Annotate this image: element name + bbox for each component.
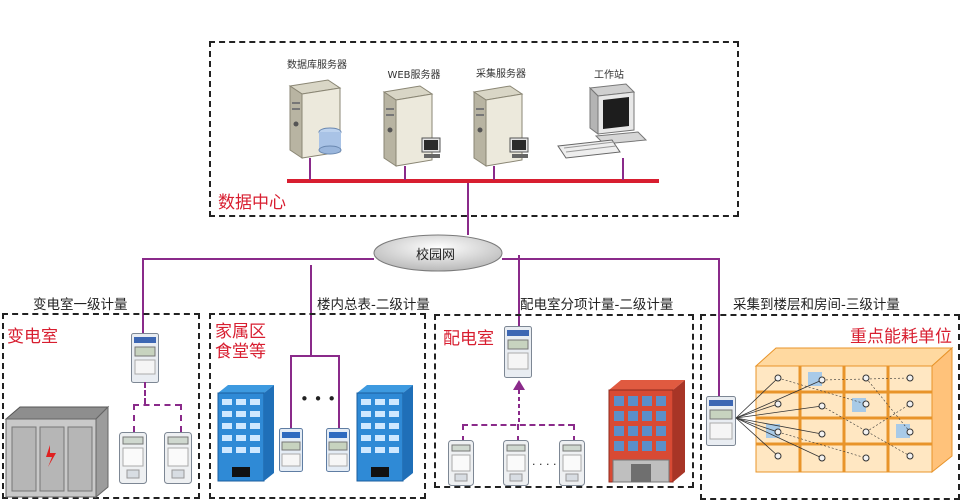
office-building-icon <box>608 380 685 483</box>
building-icon <box>356 385 413 482</box>
key-energy-unit-box <box>700 314 960 500</box>
branch-3-caption: 配电室分项计量-二级计量 <box>520 297 674 313</box>
branch-1-caption: 变电室一级计量 <box>33 297 128 313</box>
residential-bracket-right <box>338 355 340 430</box>
arrow-up-icon <box>513 380 525 424</box>
substation-meter-drop-1 <box>133 404 135 432</box>
substation-box <box>2 313 200 499</box>
meter-icon <box>448 440 474 486</box>
distribution-drop-2 <box>517 424 519 442</box>
building-icon <box>217 385 274 482</box>
distribution-room-box <box>434 314 694 488</box>
substation-meter-link <box>144 382 146 404</box>
collect-drop <box>493 166 495 180</box>
distribution-drop-1 <box>462 424 464 442</box>
uplink <box>467 183 469 235</box>
campus-network-cloud <box>373 234 503 272</box>
meter-icon <box>279 428 303 472</box>
db-server-label: 数据库服务器 <box>287 60 347 71</box>
meter-icon <box>119 432 147 484</box>
floor-room-grid-icon <box>735 346 954 474</box>
substation-meter-bar <box>133 404 181 406</box>
substation-cabinet-icon <box>4 405 110 499</box>
wire-branch-1-drop <box>142 258 144 333</box>
residential-bracket-left <box>290 355 292 430</box>
collect-server-icon <box>472 85 529 167</box>
workstation-label: 工作站 <box>594 70 624 81</box>
meter-icon <box>503 440 529 486</box>
web-drop <box>404 166 406 180</box>
data-center-title: 数据中心 <box>218 193 286 213</box>
residential-ellipsis: • • • <box>300 390 337 408</box>
data-center-box <box>209 41 739 217</box>
branch-2-caption: 楼内总表-二级计量 <box>317 297 430 313</box>
wire-branch-4 <box>502 258 720 260</box>
ws-drop <box>622 158 624 180</box>
database-server-icon <box>288 79 342 159</box>
wire-branch-1 <box>142 258 374 260</box>
meter-icon <box>164 432 192 484</box>
distribution-drop-3 <box>573 424 575 442</box>
substation-title: 变电室 <box>7 327 58 347</box>
wire-branch-4-drop <box>718 258 720 398</box>
branch-4-caption: 采集到楼层和房间-三级计量 <box>733 297 900 313</box>
residential-bracket-top <box>290 355 340 357</box>
meter-icon <box>706 396 736 446</box>
wire-branch-3-drop <box>518 255 520 335</box>
meter-icon <box>326 428 350 472</box>
collect-server-label: 采集服务器 <box>476 69 526 80</box>
meter-icon <box>504 326 532 378</box>
substation-meter-drop-2 <box>180 404 182 432</box>
distribution-room-title: 配电室 <box>443 329 494 349</box>
db-drop <box>309 158 311 180</box>
web-server-icon <box>382 85 441 167</box>
workstation-icon <box>557 83 648 159</box>
data-center-bus <box>287 179 659 183</box>
distribution-ellipsis: · · · · · <box>532 458 564 471</box>
residential-title: 家属区 食堂等 <box>215 322 266 362</box>
meter-icon <box>131 333 159 383</box>
web-server-label: WEB服务器 <box>387 70 441 81</box>
wire-branch-2-drop <box>310 265 312 355</box>
residential-box <box>209 313 426 499</box>
campus-network-label: 校园网 <box>416 248 456 263</box>
key-energy-unit-title: 重点能耗单位 <box>850 327 952 347</box>
meter-icon <box>559 440 585 486</box>
